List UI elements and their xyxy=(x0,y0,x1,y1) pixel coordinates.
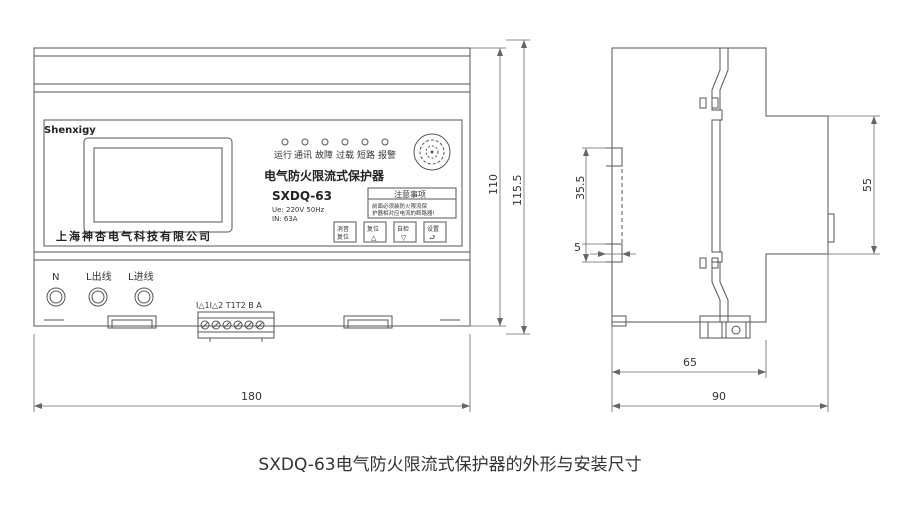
svg-text:消音: 消音 xyxy=(337,225,349,233)
signal-terminal-block xyxy=(197,311,275,342)
svg-text:复位: 复位 xyxy=(367,225,379,233)
dim-label-90: 90 xyxy=(712,390,726,403)
settings-enter-button[interactable]: 设置 ⮐ xyxy=(423,221,447,243)
terminal-n-label: N xyxy=(52,272,59,283)
company-name: 上海神杏电气科技有限公司 xyxy=(56,229,212,243)
dim-label-65: 65 xyxy=(683,356,697,369)
brand-label: Shenxigy xyxy=(44,125,96,136)
product-name: 电气防火限流式保护器 xyxy=(264,168,385,183)
svg-text:设置: 设置 xyxy=(427,225,439,233)
selftest-down-button[interactable]: 自检 ▽ xyxy=(393,221,417,243)
svg-text:⮐: ⮐ xyxy=(429,234,435,242)
upper-panel xyxy=(33,83,471,253)
dim-label-180: 180 xyxy=(241,390,262,403)
indicator-label: 运行 xyxy=(274,149,292,161)
side-inner-profile xyxy=(711,48,723,322)
rating-line-2: IN: 63A xyxy=(272,215,298,223)
rating-line-1: Ue: 220V 50Hz xyxy=(272,206,325,214)
face-plate xyxy=(43,119,463,247)
led-icon xyxy=(321,138,329,146)
mute-reset-button[interactable]: 消音 复位 xyxy=(333,221,357,243)
notice-box xyxy=(367,187,457,219)
svg-text:▽: ▽ xyxy=(401,234,407,242)
terminal-screw-icon xyxy=(134,287,154,307)
figure-caption: SXDQ-63电气防火限流式保护器的外形与安装尺寸 xyxy=(258,455,641,475)
side-view: 35.5 5 55 65 90 xyxy=(574,47,880,412)
dim-label-110: 110 xyxy=(487,174,500,195)
front-view: Shenxigy 运行 通讯 故障 过载 短路 报警 电气防火限流式保护器 SX… xyxy=(33,39,530,412)
indicator-label: 报警 xyxy=(378,149,396,161)
indicator-label: 短路 xyxy=(357,149,375,161)
led-icon xyxy=(341,138,349,146)
indicator-label: 故障 xyxy=(315,149,333,161)
reset-up-button[interactable]: 复位 △ xyxy=(363,221,387,243)
svg-text:自检: 自检 xyxy=(397,225,409,233)
dim-label-35-5: 35.5 xyxy=(574,176,587,201)
led-icon xyxy=(361,138,369,146)
side-terminal-block xyxy=(699,315,751,339)
lcd-frame xyxy=(83,137,233,233)
model-label: SXDQ-63 xyxy=(272,189,332,203)
terminal-in-label: L进线 xyxy=(128,270,154,283)
indicator-label: 过载 xyxy=(336,149,354,161)
lcd-screen xyxy=(93,147,223,223)
svg-text:复位: 复位 xyxy=(337,233,349,241)
dim-label-115-5: 115.5 xyxy=(511,175,524,207)
din-rail-top xyxy=(606,147,623,167)
dim-label-5: 5 xyxy=(574,241,581,254)
led-icon xyxy=(381,138,389,146)
led-icon xyxy=(301,138,309,146)
notice-title: 注意事项 xyxy=(394,189,426,199)
indicator-label: 通讯 xyxy=(294,150,312,161)
terminal-screw-icon xyxy=(88,287,108,307)
dim-label-55: 55 xyxy=(861,178,874,192)
signal-terminal-labels: I△1I△2 T1T2 B A xyxy=(196,301,262,310)
terminal-out-label: L出线 xyxy=(86,270,112,283)
terminal-screw-icon xyxy=(46,287,66,307)
din-rail-bottom xyxy=(606,243,623,263)
notice-line-1: 前面必须装防火限流保 xyxy=(372,202,428,210)
notice-line-2: 护器相对应电流的断路器! xyxy=(372,209,435,217)
indicator-leds xyxy=(281,138,389,146)
svg-text:△: △ xyxy=(371,234,377,242)
buzzer-icon xyxy=(413,133,451,171)
front-outline xyxy=(33,47,471,327)
led-icon xyxy=(281,138,289,146)
